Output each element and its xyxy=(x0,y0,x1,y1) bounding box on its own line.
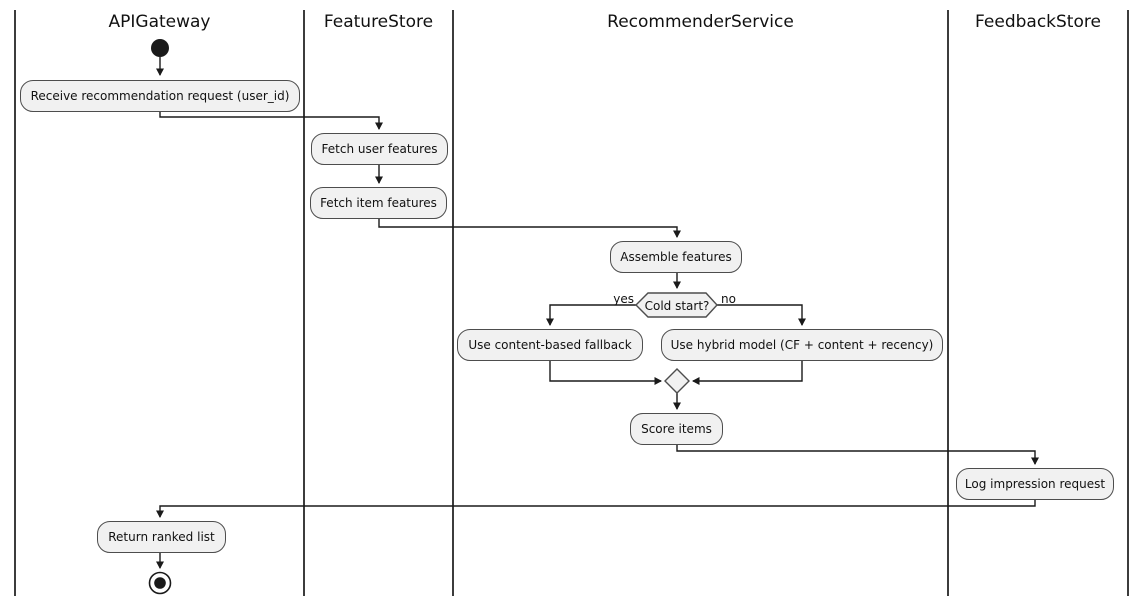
edge-hybrid-to-merge xyxy=(692,361,803,385)
activity-log-impression: Log impression request xyxy=(956,468,1114,500)
start-node xyxy=(151,39,169,57)
edge-decision-yes-to-fallback xyxy=(546,304,636,326)
end-node xyxy=(148,571,172,595)
activity-return-ranked-list: Return ranked list xyxy=(97,521,226,553)
edge-decision-no-to-hybrid xyxy=(717,304,806,326)
lane-title-apigateway: APIGateway xyxy=(108,12,211,32)
edge-log-to-return xyxy=(156,500,1036,518)
activity-fetch-user-features: Fetch user features xyxy=(311,133,448,165)
flow-edges xyxy=(156,57,1039,569)
branch-label-no: no xyxy=(721,292,736,306)
lane-title-featurestore: FeatureStore xyxy=(323,12,434,32)
edge-score-to-log xyxy=(676,445,1039,465)
activity-receive-request: Receive recommendation request (user_id) xyxy=(20,80,300,112)
branch-label-yes: yes xyxy=(613,292,634,306)
edge-fetch-item-to-assemble xyxy=(378,219,681,238)
activity-assemble-features: Assemble features xyxy=(610,241,742,273)
activity-hybrid-model: Use hybrid model (CF + content + recency… xyxy=(661,329,943,361)
edge-receive-to-fetch-user xyxy=(159,112,383,130)
lane-title-recommenderservice: RecommenderService xyxy=(607,12,794,32)
merge-diamond xyxy=(664,368,690,394)
swimlane-dividers xyxy=(14,10,1129,596)
activity-content-fallback: Use content-based fallback xyxy=(457,329,643,361)
activity-score-items: Score items xyxy=(630,413,723,445)
decision-cold-start-label: Cold start? xyxy=(644,299,710,313)
activity-fetch-item-features: Fetch item features xyxy=(310,187,447,219)
edge-fallback-to-merge xyxy=(549,361,662,385)
lane-title-feedbackstore: FeedbackStore xyxy=(975,12,1101,32)
decision-hexagon xyxy=(635,292,718,318)
